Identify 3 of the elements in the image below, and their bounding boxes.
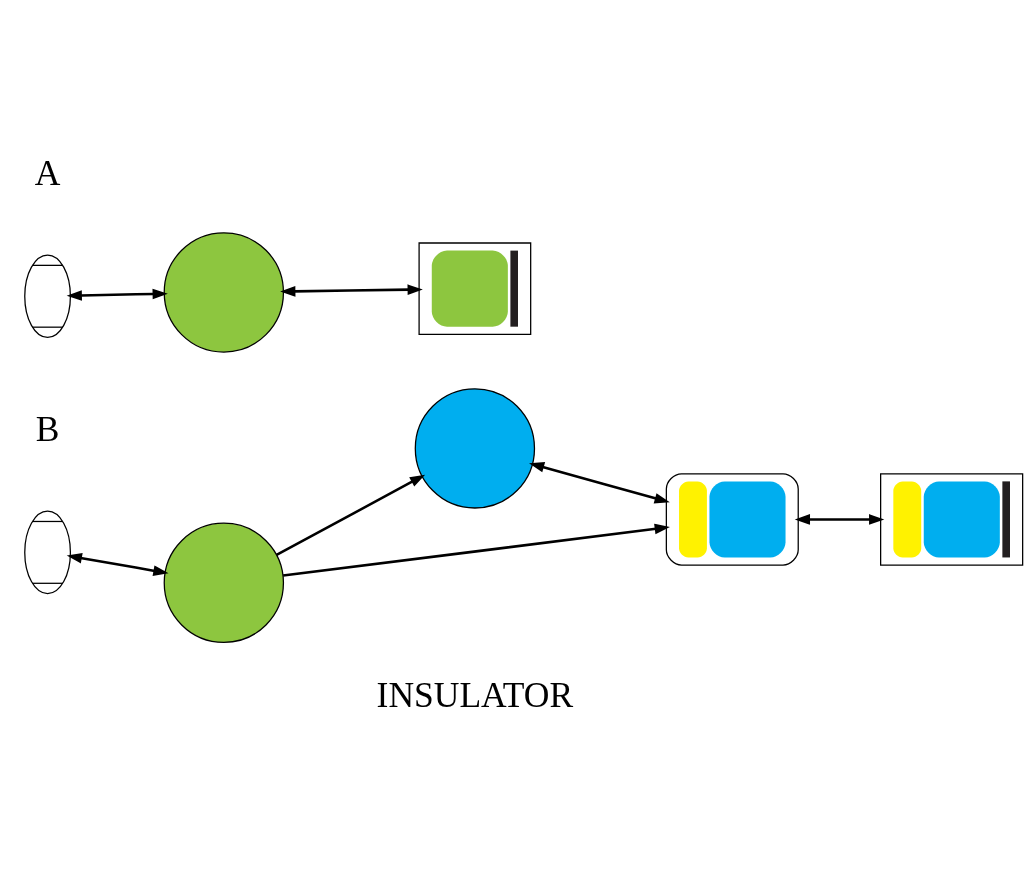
- label: INSULATOR: [376, 674, 574, 715]
- label: B: [35, 408, 60, 449]
- label: A: [34, 152, 61, 193]
